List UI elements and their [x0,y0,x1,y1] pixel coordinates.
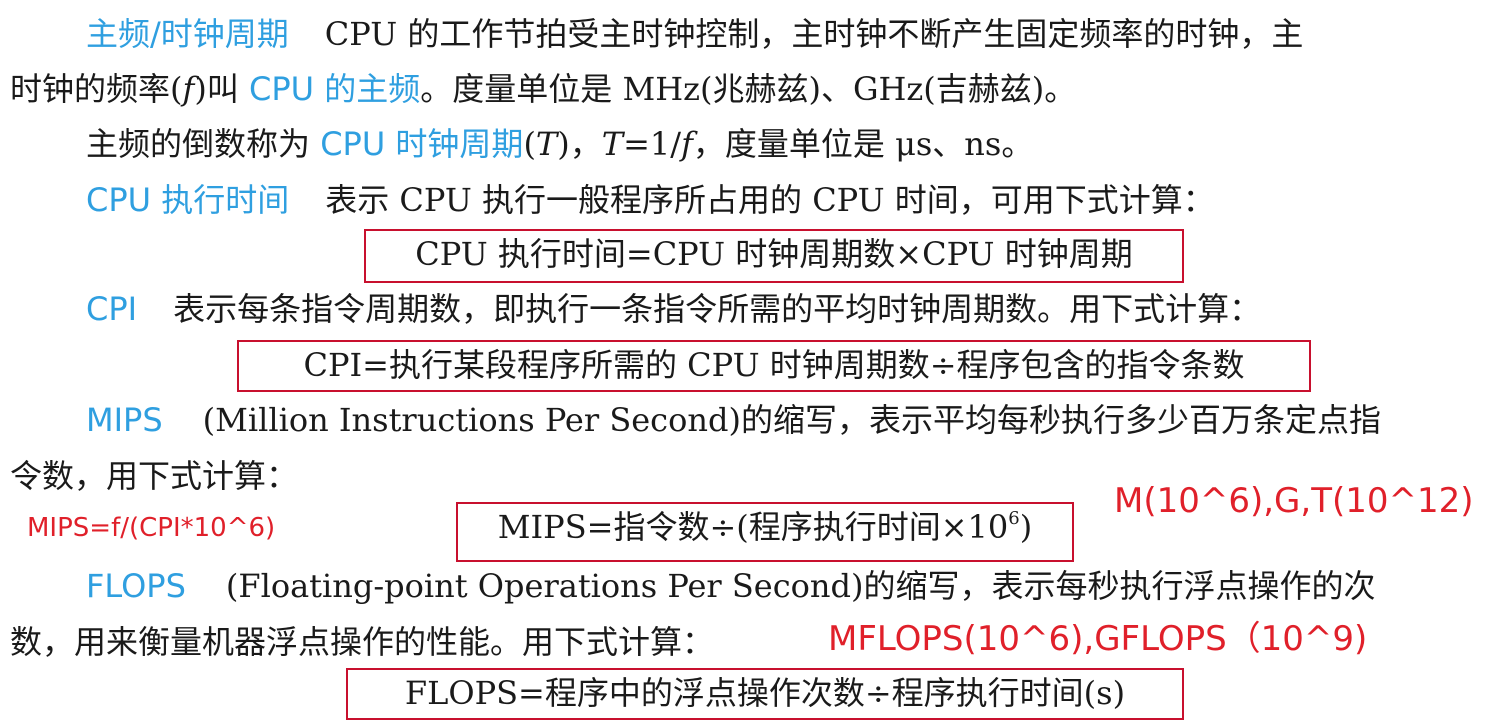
term-cpu-clock-period: CPU 时钟周期 [320,125,524,163]
para-period-text-a: 主频的倒数称为 [86,125,321,163]
para-cpi-text: 表示每条指令周期数，即执行一条指令所需的平均时钟周期数。用下式计算： [173,290,1262,328]
para-clock-line1: 主频/时钟周期 CPU 的工作节拍受主时钟控制，主时钟不断产生固定频率的时钟，主 [86,14,1303,54]
para-mips-text-b: 令数，用下式计算： [10,457,299,495]
var-T2: T [601,125,624,163]
para-mips-text-a: (Million Instructions Per Second)的缩写，表示平… [202,401,1381,439]
para-clock-text-b: 时钟的频率( [10,70,183,108]
para-clock-text-c: )叫 [194,70,250,108]
term-clock-period: 主频/时钟周期 [86,15,289,53]
var-T: T [535,125,558,163]
formula-mips-close: ) [1019,508,1033,546]
formula-flops: FLOPS=程序中的浮点操作次数÷程序执行时间(s) [404,674,1126,712]
para-clock-text-d: 。度量单位是 MHz(兆赫兹)、GHz(吉赫兹)。 [420,70,1077,108]
formula-cpi: CPI=执行某段程序所需的 CPU 时钟周期数÷程序包含的指令条数 [303,346,1245,384]
formula-mips-box: MIPS=指令数÷(程序执行时间×106) [456,502,1074,562]
para-flops-line1: FLOPS (Floating-point Operations Per Seco… [86,566,1376,606]
para-exec-time-text: 表示 CPU 执行一般程序所占用的 CPU 时间，可用下式计算： [325,181,1215,219]
para-cpi: CPI 表示每条指令周期数，即执行一条指令所需的平均时钟周期数。用下式计算： [86,289,1261,329]
annotation-units: M(10^6),G,T(10^12) [1114,481,1474,521]
formula-mips-exponent: 6 [1008,508,1020,529]
para-period-text-c: )， [557,125,602,163]
para-mips-line2: 令数，用下式计算： [10,456,298,496]
para-period-text-d: =1/ [623,125,682,163]
para-clock-text-a: CPU 的工作节拍受主时钟控制，主时钟不断产生固定频率的时钟，主 [324,15,1304,53]
formula-exec-time: CPU 执行时间=CPU 时钟周期数×CPU 时钟周期 [415,235,1133,273]
formula-mips: MIPS=指令数÷(程序执行时间×10 [497,508,1009,546]
term-cpu-exec-time: CPU 执行时间 [86,181,290,219]
annotation-flops-units: MFLOPS(10^6),GFLOPS（10^9) [828,619,1368,659]
term-cpu-frequency: CPU 的主频 [249,70,421,108]
formula-exec-time-box: CPU 执行时间=CPU 时钟周期数×CPU 时钟周期 [364,229,1184,283]
para-mips-line1: MIPS (Million Instructions Per Second)的缩写… [86,400,1381,440]
formula-flops-box: FLOPS=程序中的浮点操作次数÷程序执行时间(s) [346,668,1184,720]
para-exec-time: CPU 执行时间表示 CPU 执行一般程序所占用的 CPU 时间，可用下式计算： [86,180,1215,220]
term-flops: FLOPS [86,567,186,605]
var-f: f [182,70,195,108]
annotation-mips-formula: MIPS=f/(CPI*10^6) [27,513,276,543]
para-period-text-e: ，度量单位是 μs、ns。 [692,125,1034,163]
para-period: 主频的倒数称为 CPU 时钟周期(T)，T=1/f，度量单位是 μs、ns。 [86,124,1033,164]
para-flops-text-b: 数，用来衡量机器浮点操作的性能。用下式计算： [10,623,715,661]
term-mips: MIPS [86,401,163,439]
para-flops-text-a: (Floating-point Operations Per Second)的缩… [225,567,1376,605]
formula-cpi-box: CPI=执行某段程序所需的 CPU 时钟周期数÷程序包含的指令条数 [237,340,1311,392]
para-clock-line2: 时钟的频率(f)叫 CPU 的主频。度量单位是 MHz(兆赫兹)、GHz(吉赫兹… [10,69,1076,109]
para-flops-line2: 数，用来衡量机器浮点操作的性能。用下式计算： [10,622,714,662]
term-cpi: CPI [86,290,138,328]
var-f2: f [681,125,693,163]
para-period-text-b: ( [523,125,536,163]
